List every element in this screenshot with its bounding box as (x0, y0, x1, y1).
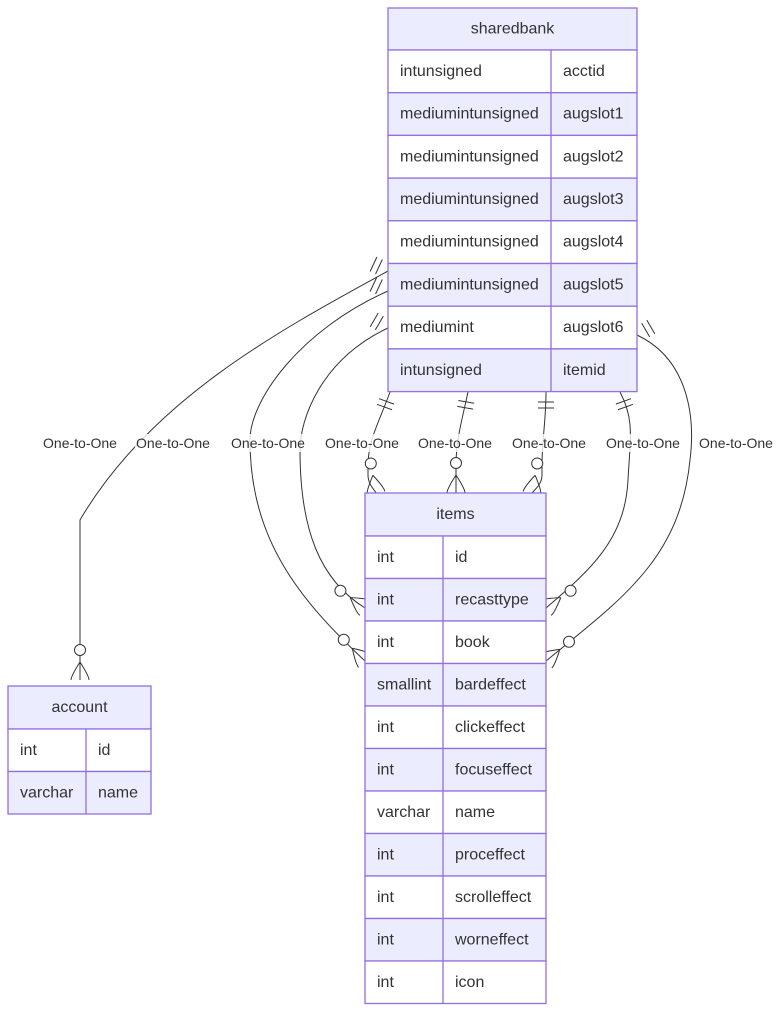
attribute-row: smallint bardeffect (364, 662, 547, 707)
relationship-label-text: One-to-One (418, 435, 492, 451)
attribute-name: clickeffect (455, 719, 526, 736)
relationship-label: One-to-One (135, 434, 211, 452)
attribute-type: intunsigned (400, 362, 482, 379)
attribute-row: int recasttype (364, 577, 547, 622)
attribute-type: int (377, 719, 394, 736)
attribute-name: augslot1 (563, 106, 624, 123)
attribute-row: int proceffect (364, 832, 547, 877)
relationship-label: One-to-One (42, 434, 118, 452)
attribute-row: int book (364, 620, 547, 665)
attribute-name: icon (455, 974, 484, 991)
entity-header (364, 492, 547, 537)
attribute-row: mediumintunsigned augslot2 (387, 134, 638, 179)
attribute-row: int scrolleffect (364, 875, 547, 920)
attribute-row: varchar name (7, 770, 152, 815)
attribute-name: name (455, 804, 495, 821)
relationship-label-text: One-to-One (606, 435, 680, 451)
attribute-row: mediumint augslot6 (387, 305, 638, 350)
attribute-name: worneffect (454, 931, 529, 948)
entities: sharedbank intunsigned acctid mediumintunsi… (7, 7, 638, 1005)
attribute-type: varchar (20, 784, 74, 801)
attribute-name: proceffect (455, 846, 526, 863)
relationship-label: One-to-One (511, 434, 587, 452)
attribute-name: augslot3 (563, 191, 624, 208)
attribute-type: mediumintunsigned (400, 191, 539, 208)
entity-account: account int id varchar name (7, 685, 152, 815)
attribute-row: intunsigned acctid (387, 49, 638, 94)
relationship-label-text: One-to-One (325, 435, 399, 451)
attribute-type: int (377, 931, 394, 948)
relationship-label-text: One-to-One (136, 435, 210, 451)
attribute-type: mediumintunsigned (400, 106, 539, 123)
attribute-row: mediumintunsigned augslot3 (387, 177, 638, 222)
attribute-name: recasttype (455, 591, 529, 608)
relationship-label-text: One-to-One (699, 435, 773, 451)
entity-header (7, 685, 152, 730)
entity-title: account (51, 699, 108, 716)
attribute-type: mediumintunsigned (400, 148, 539, 165)
attribute-name: augslot6 (563, 319, 624, 336)
attribute-row: int focuseffect (364, 747, 547, 792)
attribute-type: mediumintunsigned (400, 276, 539, 293)
attribute-type: int (20, 742, 37, 759)
attribute-type: mediumint (400, 319, 474, 336)
relationship-edge (364, 391, 395, 495)
attribute-row: mediumintunsigned augslot1 (387, 92, 638, 137)
attribute-name: itemid (563, 362, 606, 379)
attribute-name: acctid (563, 63, 605, 80)
attribute-type: int (377, 634, 394, 651)
relationship-label-text: One-to-One (231, 435, 305, 451)
attribute-name: augslot5 (563, 276, 624, 293)
relationship-label: One-to-One (698, 434, 774, 452)
attribute-name: augslot4 (563, 234, 624, 251)
entity-sharedbank: sharedbank intunsigned acctid mediumintunsi… (387, 7, 638, 393)
relationship-edge (540, 391, 634, 616)
attribute-name: book (455, 634, 491, 651)
attribute-type: int (377, 591, 394, 608)
entity-title: items (436, 506, 474, 523)
attribute-type: int (377, 889, 394, 906)
entity-header (387, 7, 638, 51)
attribute-name: id (455, 549, 467, 566)
attribute-type: int (377, 761, 394, 778)
attribute-name: name (98, 784, 138, 801)
attribute-row: intunsigned itemid (387, 348, 638, 393)
attribute-row: int worneffect (364, 917, 547, 962)
relationship-label-text: One-to-One (512, 435, 586, 451)
entity-title: sharedbank (471, 21, 556, 38)
relationship-label: One-to-One (605, 434, 681, 452)
attribute-row: int id (364, 535, 547, 580)
attribute-type: smallint (377, 676, 432, 693)
attribute-row: mediumintunsigned augslot4 (387, 220, 638, 265)
attribute-name: focuseffect (455, 761, 533, 778)
attribute-row: mediumintunsigned augslot5 (387, 262, 638, 307)
relationship-label: One-to-One (230, 434, 306, 452)
attribute-type: int (377, 974, 394, 991)
attribute-row: int clickeffect (364, 705, 547, 750)
attribute-type: int (377, 549, 394, 566)
relationship-edge (70, 256, 389, 681)
attribute-type: int (377, 846, 394, 863)
attribute-row: int id (7, 728, 152, 773)
attribute-row: int icon (364, 960, 547, 1005)
entity-items: items int id int recasttype int book smallint ba… (364, 492, 547, 1005)
attribute-type: varchar (377, 804, 431, 821)
attribute-name: bardeffect (455, 676, 526, 693)
attribute-name: scrolleffect (455, 889, 532, 906)
relationship-label: One-to-One (417, 434, 493, 452)
attribute-row: varchar name (364, 790, 547, 835)
relationship-label: One-to-One (324, 434, 400, 452)
attribute-name: id (98, 742, 110, 759)
attribute-type: mediumintunsigned (400, 234, 539, 251)
relationship-label-text: One-to-One (43, 435, 117, 451)
attribute-type: intunsigned (400, 63, 482, 80)
relationship-edge (446, 391, 475, 494)
attribute-name: augslot2 (563, 148, 624, 165)
relationship-labels: One-to-One One-to-One One-to-One One-to-One… (42, 434, 774, 452)
